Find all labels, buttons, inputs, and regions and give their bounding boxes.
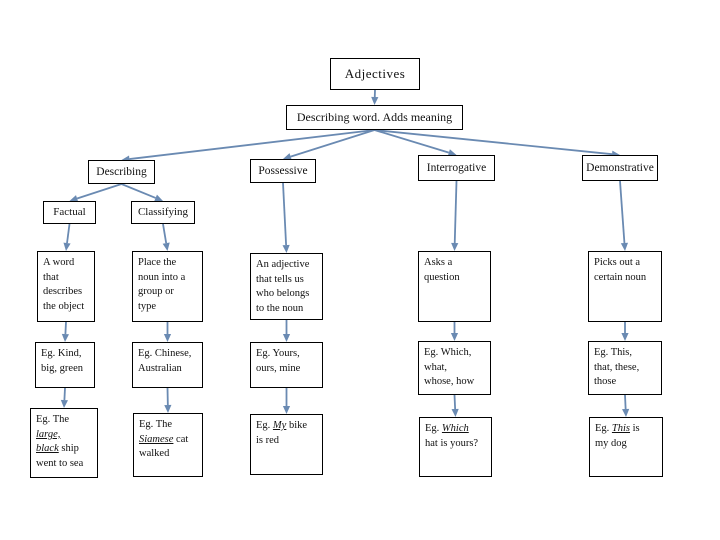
connector-arrowhead — [371, 96, 379, 105]
connector-arrowhead — [447, 149, 457, 157]
connector-arrowhead — [69, 195, 79, 202]
node-category-describing: Describing — [88, 160, 155, 184]
connector-line — [374, 129, 613, 156]
connector-line — [66, 223, 71, 244]
node-definition-factual: A word that describes the object — [37, 251, 95, 322]
text-segment: This — [611, 423, 631, 434]
text-segment: hat is yours? — [425, 437, 479, 449]
connector-arrowhead — [622, 408, 630, 417]
node-examples-classifying: Eg. Chinese, Australian — [132, 342, 203, 388]
node-sentence-example-possessive: Eg. My bike is red — [250, 414, 323, 475]
connector-arrowhead — [61, 333, 69, 342]
connector-line — [282, 182, 287, 246]
node-subcategory-classifying: Classifying — [131, 201, 195, 224]
node-sentence-example-classifying: Eg. The Siamese cat walked — [133, 413, 203, 477]
node-definition-classifying: Place the noun into a group or type — [132, 251, 203, 322]
connector-line — [64, 321, 67, 335]
node-sentence-example-factual: Eg. The large, black ship went to sea — [30, 408, 98, 478]
connector-arrowhead — [282, 244, 290, 253]
node-category-interrogative: Interrogative — [418, 155, 495, 181]
text-segment: Eg. — [595, 423, 612, 434]
connector-line — [290, 129, 375, 158]
connector-arrowhead — [63, 242, 71, 251]
node-examples-demonstrative: Eg. This, that, these, those — [588, 341, 662, 395]
node-examples-possessive: Eg. Yours, ours, mine — [250, 342, 323, 388]
text-segment: My — [272, 420, 287, 431]
node-definition-possessive: An adjective that tells us who belongs t… — [250, 253, 323, 320]
connector-line — [619, 180, 626, 244]
connector-arrowhead — [154, 194, 163, 202]
text-segment: Eg. The — [139, 419, 173, 430]
connector-arrowhead — [621, 333, 629, 341]
connector-arrowhead — [450, 333, 459, 341]
text-segment: bike is red — [256, 420, 308, 446]
text-segment: Siamese — [139, 433, 174, 445]
connector-line — [162, 223, 168, 244]
node-definition-root: Describing word. Adds meaning — [286, 105, 463, 130]
node-sentence-example-interrogative: Eg. Which hat is yours? — [419, 417, 492, 477]
connector-arrowhead — [282, 406, 291, 414]
connector-line — [453, 394, 457, 410]
connector-line — [129, 129, 375, 160]
node-subcategory-factual: Factual — [43, 201, 96, 224]
connector-arrowhead — [164, 404, 172, 413]
node-category-possessive: Possessive — [250, 159, 316, 183]
node-definition-interrogative: Asks a question — [418, 251, 491, 322]
text-segment: Eg. The — [36, 414, 70, 425]
text-segment: Eg. — [256, 420, 273, 431]
text-segment: Eg. — [425, 423, 442, 434]
connector-arrowhead — [451, 408, 459, 417]
connector-line — [121, 183, 156, 199]
node-sentence-example-demonstrative: Eg. This is my dog — [589, 417, 663, 477]
text-segment: large, — [36, 428, 61, 440]
connector-arrowhead — [60, 399, 68, 408]
connector-arrowhead — [163, 334, 172, 342]
node-adjectives-title: Adjectives — [330, 58, 420, 90]
connector-line — [63, 387, 66, 401]
node-definition-demonstrative: Picks out a certain noun — [588, 251, 662, 322]
connector-arrowhead — [620, 242, 629, 251]
text-segment: ship went to sea — [36, 443, 84, 470]
connector-arrowhead — [282, 334, 291, 342]
node-examples-interrogative: Eg. Which, what, whose, how — [418, 341, 491, 395]
connector-line — [453, 180, 458, 244]
connector-line — [374, 129, 450, 154]
connector-arrowhead — [451, 242, 459, 251]
node-examples-factual: Eg. Kind, big, green — [35, 342, 95, 388]
text-segment: cat walked — [139, 433, 189, 460]
connector-line — [624, 394, 627, 410]
text-segment: black — [36, 443, 59, 455]
text-segment: Which — [441, 423, 469, 434]
connector-line — [76, 183, 122, 200]
connector-arrowhead — [283, 153, 292, 161]
node-category-demonstrative: Demonstrative — [582, 155, 658, 181]
text-segment: is my dog — [595, 423, 640, 449]
connector-arrowhead — [162, 242, 170, 251]
